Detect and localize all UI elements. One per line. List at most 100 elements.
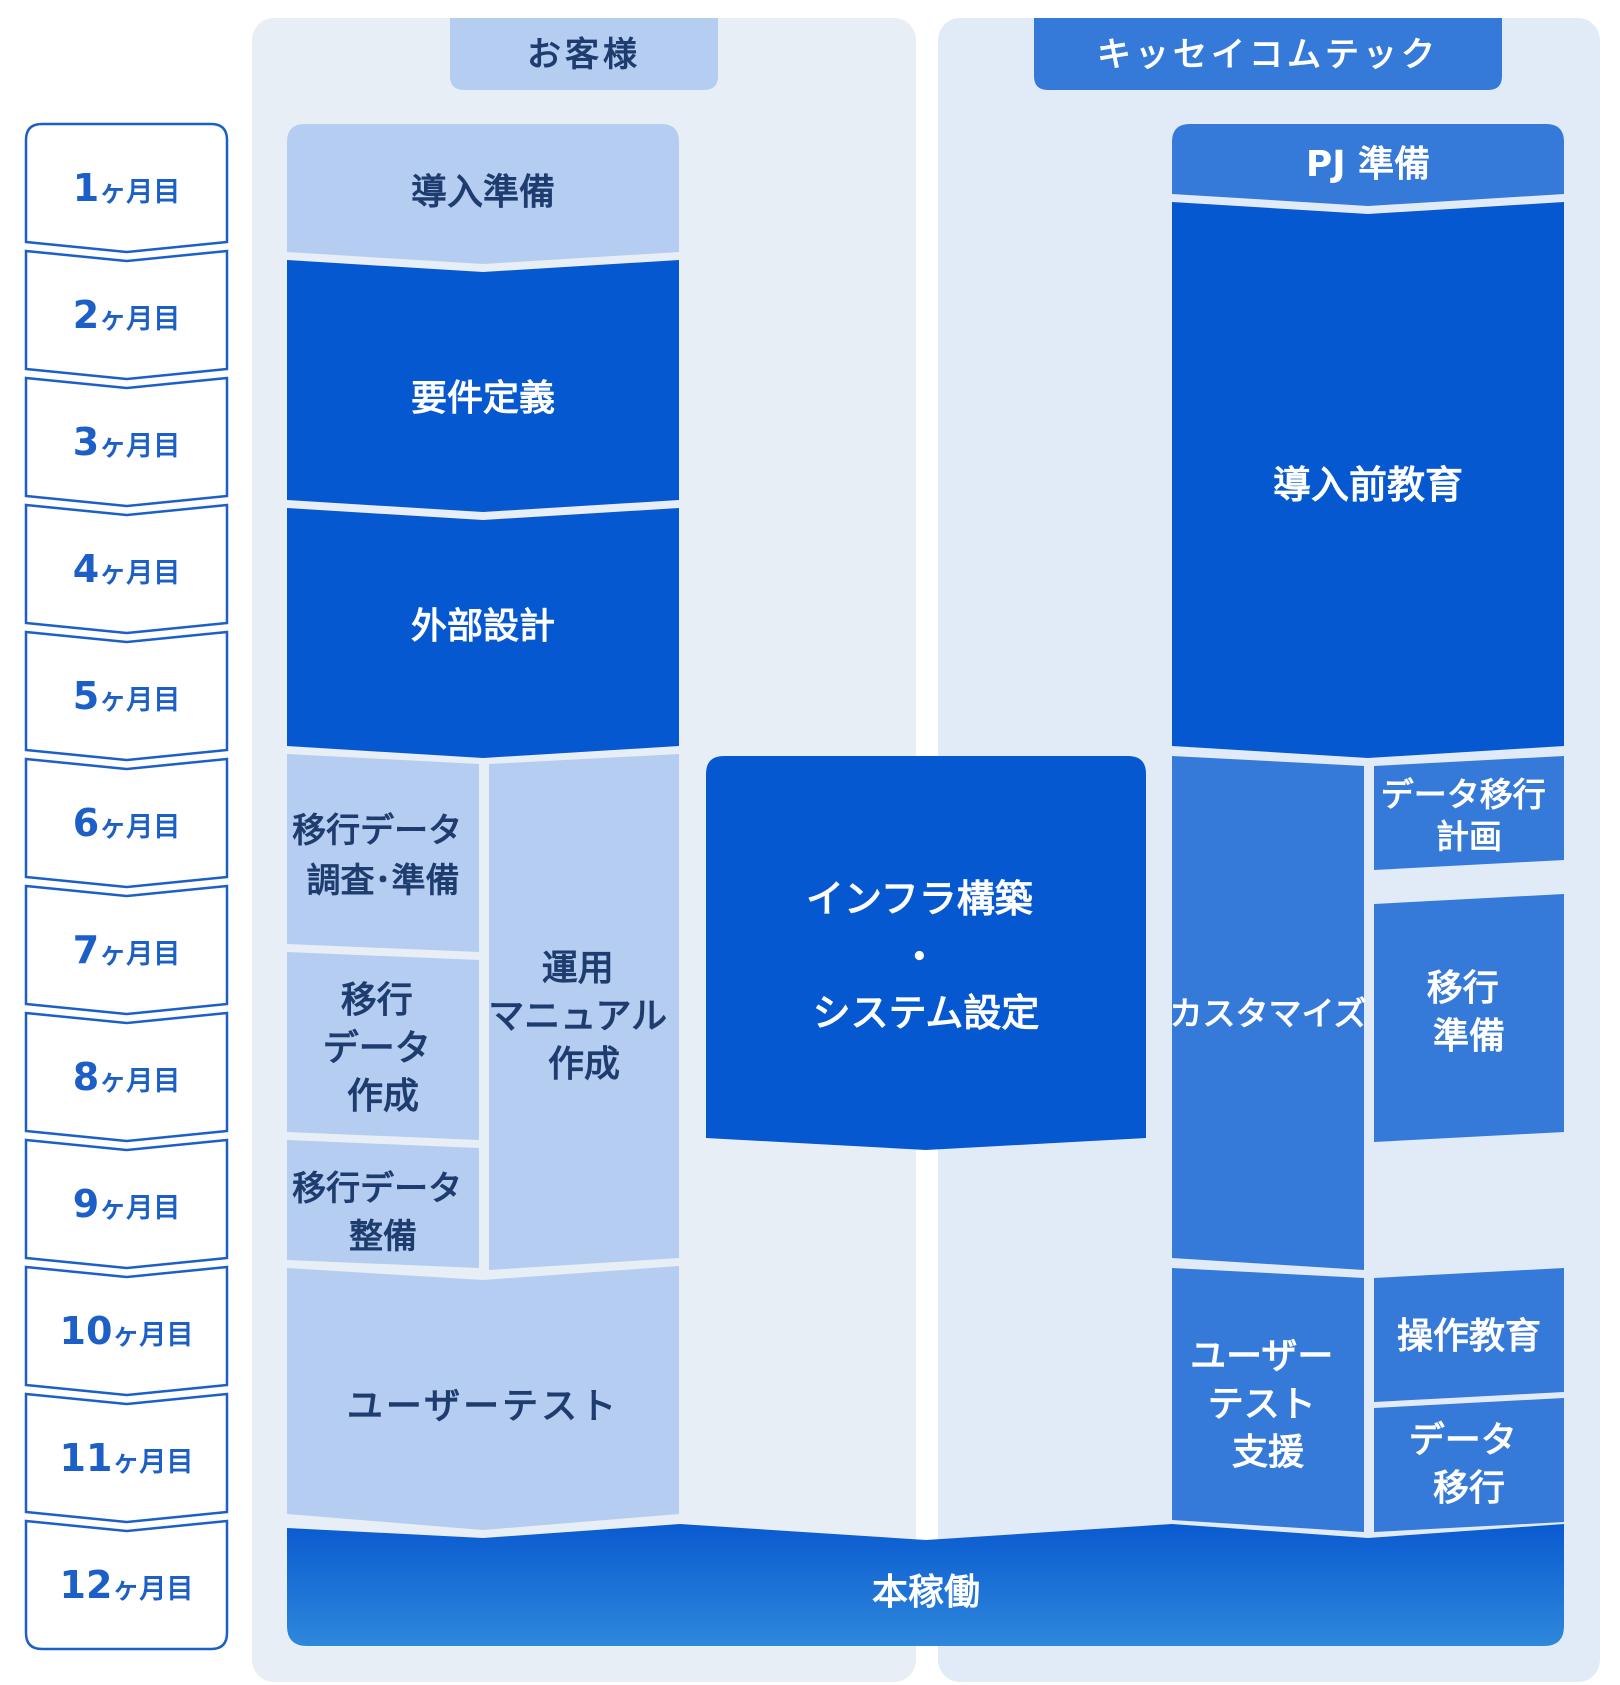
month-1: 1ヶ月目 — [24, 122, 229, 254]
month-arrow — [24, 1392, 229, 1524]
task-migration-arrange: 移行データ 整備 — [287, 1140, 479, 1268]
task-infra: インフラ構築 ・ システム設定 — [706, 756, 1146, 1150]
month-label: 4ヶ月目 — [73, 547, 180, 591]
task-data-migration-label: データ 移行 — [1409, 1419, 1530, 1509]
month-label: 11ヶ月目 — [60, 1436, 194, 1480]
task-data-migration: データ 移行 — [1374, 1398, 1564, 1532]
month-number: 11 — [60, 1436, 113, 1480]
month-number: 6 — [73, 801, 99, 845]
task-infra-label: インフラ構築 ・ システム設定 — [806, 877, 1046, 1035]
month-3: 3ヶ月目 — [24, 376, 229, 508]
month-label: 12ヶ月目 — [60, 1563, 194, 1607]
task-operation-education-label: 操作教育 — [1397, 1316, 1541, 1357]
task-migration-survey-label: 移行データ 調査･準備 — [292, 811, 474, 901]
month-number: 2 — [73, 293, 99, 337]
month-arrow — [24, 1011, 229, 1143]
task-customize: カスタマイズ — [1169, 756, 1367, 1270]
customer-header: お客様 — [450, 18, 718, 90]
task-user-test: ユーザーテスト — [287, 1266, 679, 1530]
task-pre-education-label: 導入前教育 — [1273, 463, 1463, 507]
task-requirements: 要件定義 — [287, 260, 679, 512]
month-7: 7ヶ月目 — [24, 884, 229, 1016]
month-number: 10 — [60, 1309, 113, 1353]
task-user-test-support-label: ユーザー テスト 支援 — [1190, 1336, 1346, 1473]
task-data-migration-plan-label: データ移行 計画 — [1381, 775, 1558, 856]
task-pj-prep-label: PJ 準備 — [1306, 144, 1430, 185]
month-suffix: ヶ月目 — [99, 812, 180, 843]
task-migration-survey: 移行データ 調査･準備 — [287, 754, 479, 952]
task-ops-manual: 運用 マニュアル 作成 — [488, 754, 679, 1270]
month-number: 3 — [73, 420, 99, 464]
month-6: 6ヶ月目 — [24, 757, 229, 889]
task-external-design-label: 外部設計 — [411, 606, 555, 647]
month-9: 9ヶ月目 — [24, 1138, 229, 1270]
month-suffix: ヶ月目 — [99, 304, 180, 335]
month-label: 5ヶ月目 — [73, 674, 180, 718]
month-suffix: ヶ月目 — [112, 1574, 193, 1605]
month-arrow — [24, 757, 229, 889]
month-label: 3ヶ月目 — [73, 420, 180, 464]
month-arrow — [24, 249, 229, 381]
task-customize-label: カスタマイズ — [1169, 994, 1366, 1033]
month-label: 2ヶ月目 — [73, 293, 180, 337]
month-number: 8 — [73, 1055, 99, 1099]
task-ops-manual-lines: 運用 マニュアル 作成 — [488, 948, 679, 1085]
task-pre-education: 導入前教育 — [1172, 202, 1564, 758]
month-12: 12ヶ月目 — [24, 1519, 229, 1651]
month-label: 10ヶ月目 — [60, 1309, 194, 1353]
task-migration-prep: 移行 準備 — [1374, 894, 1564, 1142]
month-arrow — [24, 376, 229, 508]
task-user-test-support: ユーザー テスト 支援 — [1172, 1268, 1364, 1532]
month-number: 1 — [73, 166, 99, 210]
task-user-test-label: ユーザーテスト — [347, 1386, 619, 1427]
task-operation-education: 操作教育 — [1374, 1268, 1564, 1402]
month-number: 12 — [60, 1563, 113, 1607]
month-number: 9 — [73, 1182, 99, 1226]
task-go-live: 本稼働 — [287, 1524, 1564, 1646]
month-10: 10ヶ月目 — [24, 1265, 229, 1397]
month-label: 1ヶ月目 — [73, 166, 180, 210]
month-2: 2ヶ月目 — [24, 249, 229, 381]
month-suffix: ヶ月目 — [99, 177, 180, 208]
task-migration-prep-label: 移行 準備 — [1427, 968, 1512, 1057]
task-requirements-label: 要件定義 — [411, 378, 555, 419]
month-4: 4ヶ月目 — [24, 503, 229, 635]
task-intro-prep: 導入準備 — [287, 124, 679, 264]
month-label: 6ヶ月目 — [73, 801, 180, 845]
month-number: 7 — [73, 928, 99, 972]
month-arrow — [24, 503, 229, 635]
month-suffix: ヶ月目 — [99, 1066, 180, 1097]
month-timeline: 1ヶ月目2ヶ月目3ヶ月目4ヶ月目5ヶ月目6ヶ月目7ヶ月目8ヶ月目9ヶ月目10ヶ月… — [24, 122, 229, 1651]
vendor-header-label: キッセイコムテック — [1097, 35, 1439, 75]
month-suffix: ヶ月目 — [99, 431, 180, 462]
month-5: 5ヶ月目 — [24, 630, 229, 762]
task-data-migration-plan: データ移行 計画 — [1374, 756, 1564, 870]
task-migration-arrange-label: 移行データ 整備 — [292, 1169, 474, 1257]
task-migration-create-label: 移行 データ 作成 — [323, 980, 444, 1117]
month-suffix: ヶ月目 — [112, 1320, 193, 1351]
task-go-live-label: 本稼働 — [872, 1572, 980, 1613]
vendor-header: キッセイコムテック — [1034, 18, 1502, 90]
month-arrow — [24, 122, 229, 254]
month-label: 7ヶ月目 — [73, 928, 180, 972]
month-arrow — [24, 884, 229, 1016]
task-external-design: 外部設計 — [287, 508, 679, 758]
month-suffix: ヶ月目 — [99, 939, 180, 970]
month-arrow — [24, 1138, 229, 1270]
task-intro-prep-label: 導入準備 — [411, 172, 555, 213]
month-arrow — [24, 630, 229, 762]
month-8: 8ヶ月目 — [24, 1011, 229, 1143]
month-arrow — [24, 1519, 229, 1651]
month-suffix: ヶ月目 — [99, 1193, 180, 1224]
task-migration-create: 移行 データ 作成 — [287, 952, 479, 1140]
month-number: 5 — [73, 674, 99, 718]
customer-header-label: お客様 — [527, 35, 641, 75]
month-suffix: ヶ月目 — [99, 558, 180, 589]
task-pj-prep: PJ 準備 — [1172, 124, 1564, 206]
month-suffix: ヶ月目 — [112, 1447, 193, 1478]
month-suffix: ヶ月目 — [99, 685, 180, 716]
month-arrow — [24, 1265, 229, 1397]
month-11: 11ヶ月目 — [24, 1392, 229, 1524]
month-number: 4 — [73, 547, 99, 591]
